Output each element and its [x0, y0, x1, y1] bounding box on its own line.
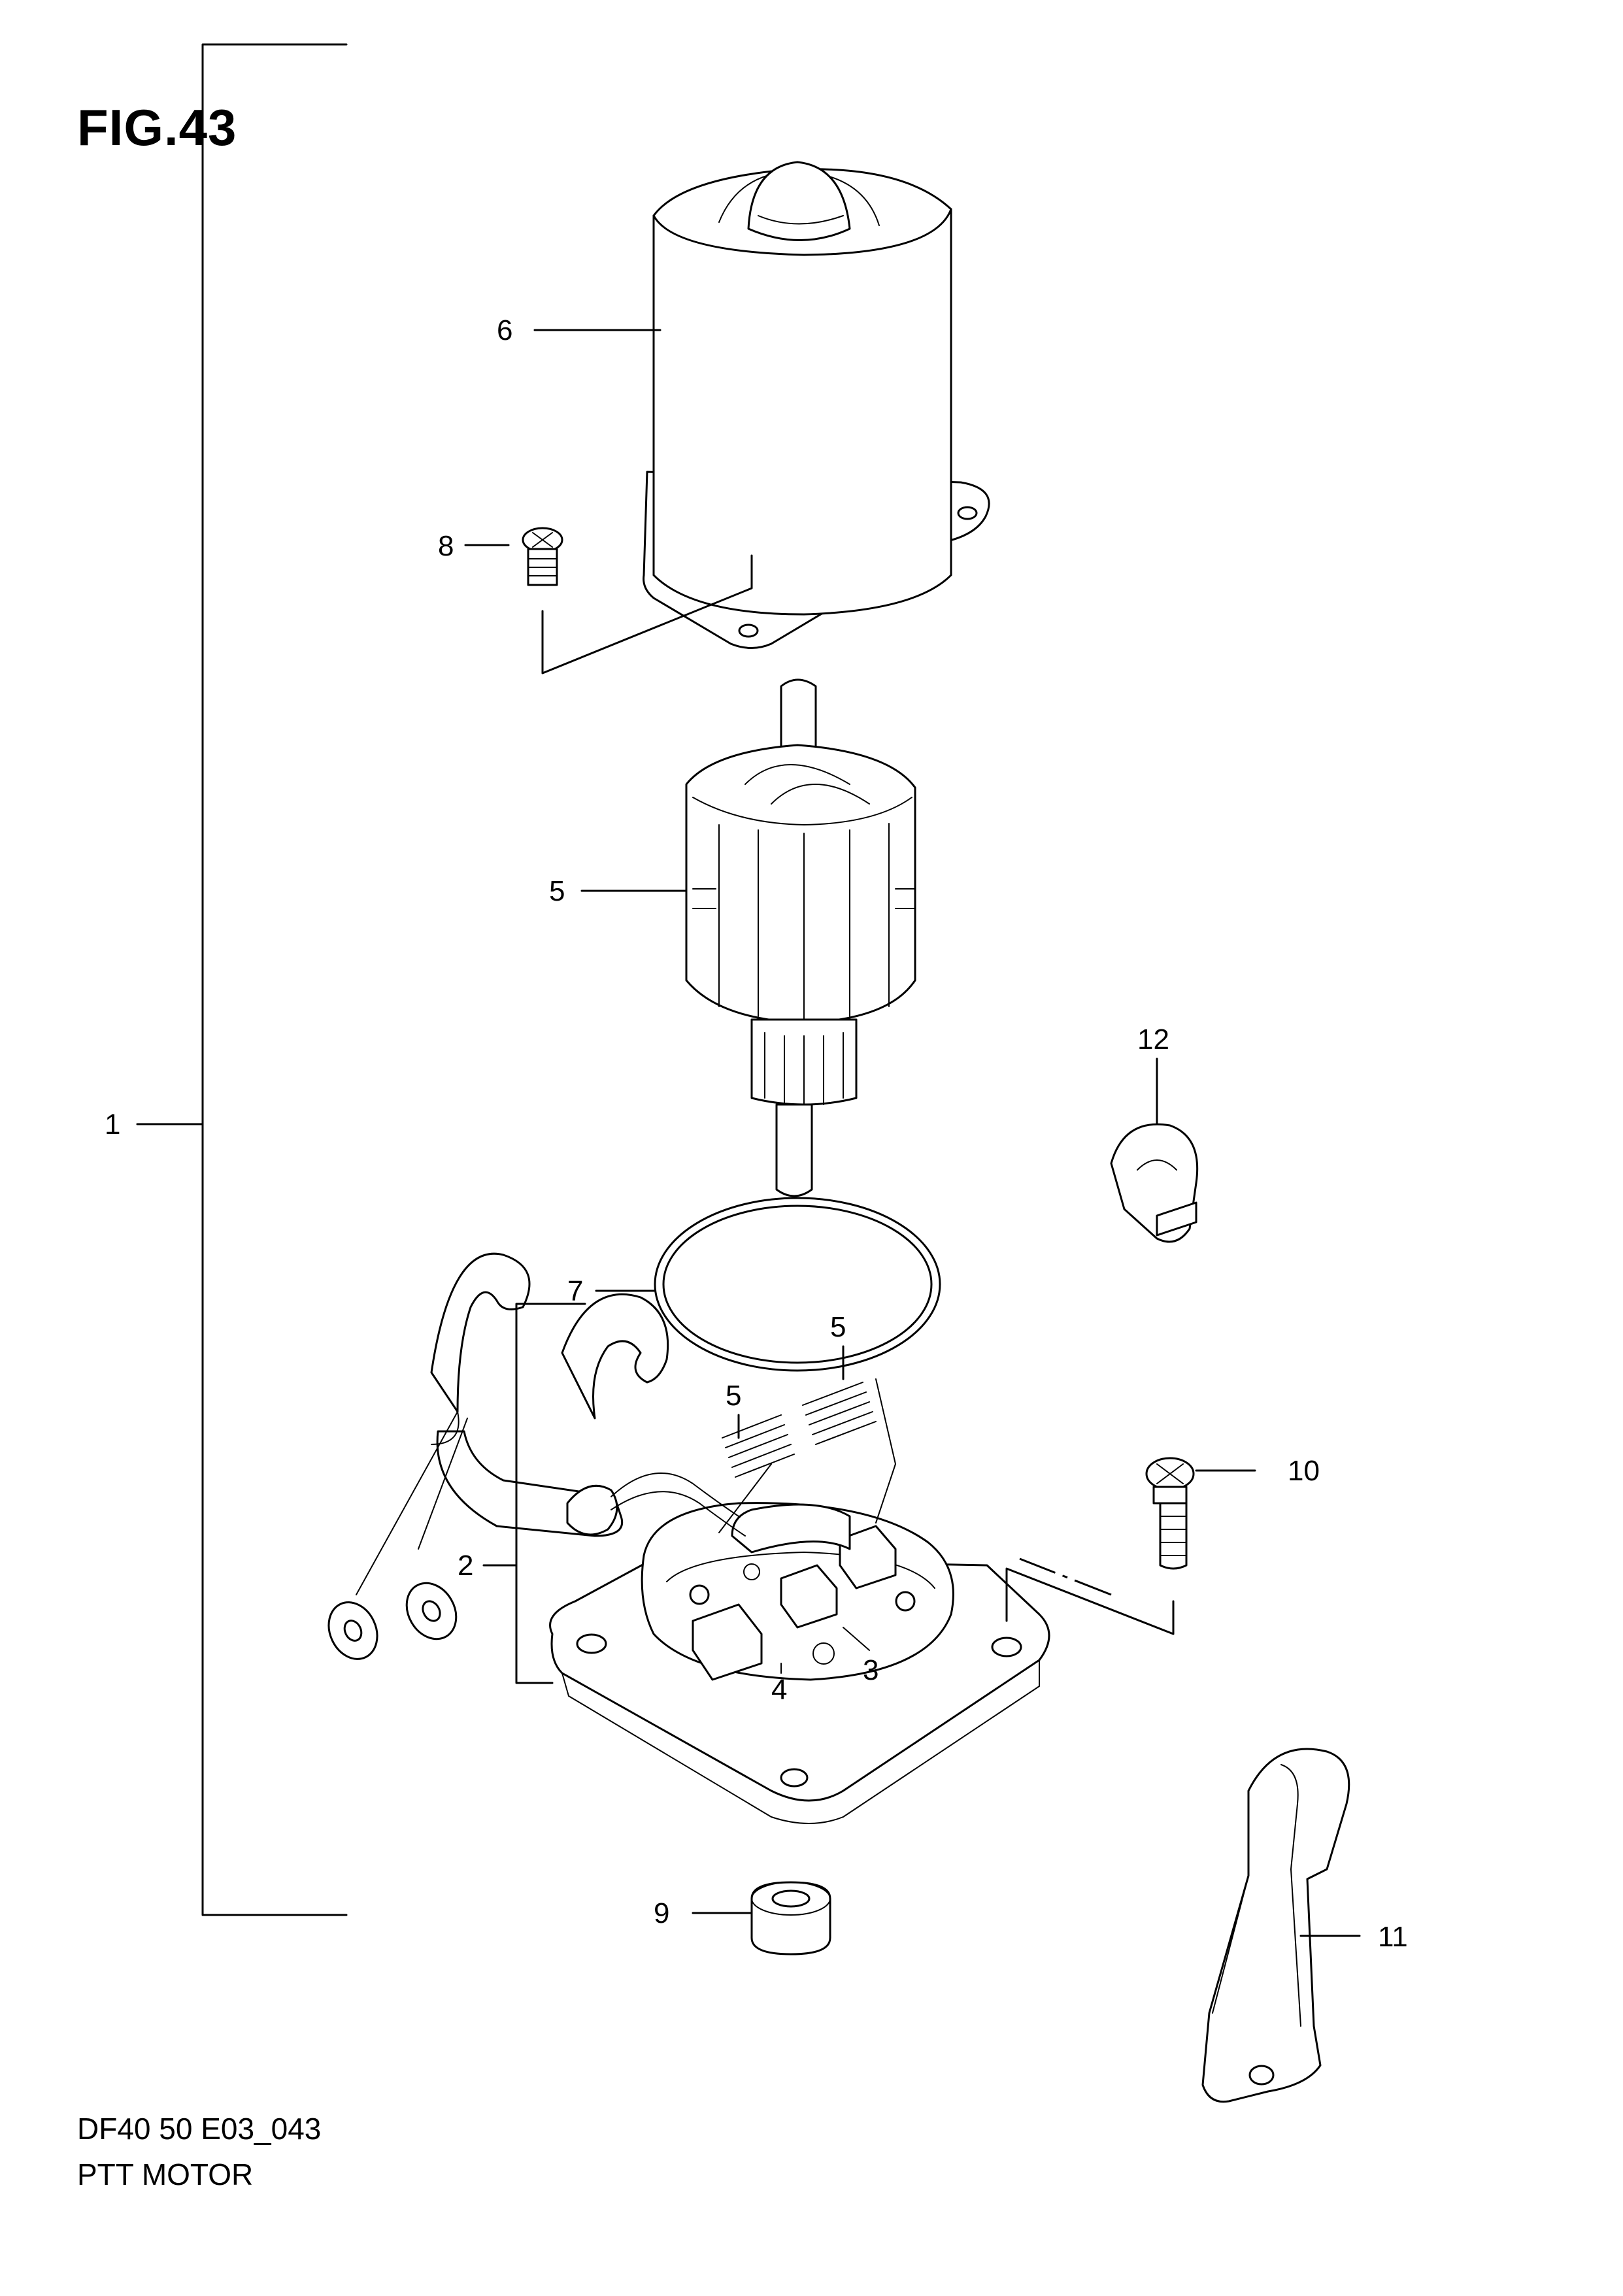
- callout-12: 11: [1299, 1921, 1408, 1953]
- callout-5a-label: 5: [726, 1380, 741, 1412]
- callout-3-label: 3: [863, 1654, 878, 1686]
- callout-4-label: 4: [771, 1674, 787, 1706]
- mounting-bolt: [1005, 1457, 1195, 1635]
- callout-1-label: 1: [105, 1108, 120, 1140]
- figure-code: DF40 50 E03_043: [77, 2112, 322, 2146]
- callout-7: 6: [497, 314, 661, 346]
- oil-seal: [750, 1881, 831, 1955]
- figure-title: FIG.43: [77, 99, 237, 156]
- callout-2-label: 2: [458, 1550, 473, 1582]
- o-ring: [654, 1197, 941, 1372]
- callout-11: 10: [1195, 1455, 1320, 1487]
- end-cover-brush-holder: [327, 1252, 1050, 1824]
- callout-3: 3: [843, 1627, 878, 1686]
- brush-spring: [718, 1378, 896, 1533]
- callout-9-label: 8: [438, 530, 454, 562]
- callout-12-label: 11: [1378, 1921, 1408, 1953]
- yoke-screw: [522, 527, 753, 674]
- figure-name: PTT MOTOR: [77, 2157, 254, 2191]
- callout-8: 7: [567, 1275, 656, 1307]
- callout-5b: 5: [830, 1311, 846, 1380]
- callout-1: 1: [105, 1108, 120, 1140]
- callout-7-label: 6: [497, 314, 512, 346]
- armature: [685, 678, 916, 1197]
- callout-8-label: 7: [567, 1275, 583, 1307]
- callout-11-label: 10: [1288, 1455, 1320, 1487]
- callout-10-label: 9: [654, 1897, 669, 1929]
- callout-13: 12: [1137, 1023, 1169, 1056]
- callout-13-label: 12: [1137, 1023, 1169, 1056]
- callout-5b-label: 5: [830, 1311, 846, 1343]
- callout-10: 9: [654, 1897, 753, 1929]
- motor-yoke: [643, 161, 990, 649]
- callout-6-label: 5: [549, 875, 565, 907]
- wire-clip: [1110, 1057, 1199, 1243]
- assembly-bracket-1: [136, 43, 348, 1916]
- callout-4: 4: [771, 1663, 787, 1706]
- callout-2: 2: [458, 1550, 518, 1582]
- callout-6: 5: [549, 875, 688, 907]
- lead-wire-clamp: [1201, 1748, 1350, 2103]
- callout-5a: 5: [726, 1380, 741, 1439]
- callout-9: 8: [438, 530, 510, 562]
